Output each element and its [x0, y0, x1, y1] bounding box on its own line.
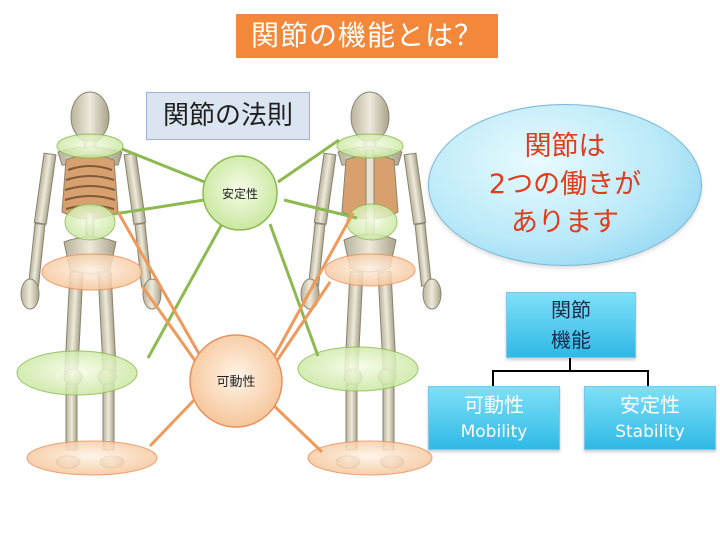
- mobility-hub-label: 可動性: [216, 375, 255, 390]
- tree-root-joint-function: 関節 機能: [506, 292, 636, 358]
- front-shoulder-joint: [56, 133, 124, 159]
- tree-connector-right: [647, 370, 649, 386]
- back-ankle-joint: [307, 440, 433, 476]
- callout-line-1: 関節は: [524, 131, 606, 162]
- front-ankle-joint: [26, 440, 158, 476]
- tree-connector-horizontal: [492, 370, 648, 372]
- law-label: 関節の法則: [146, 92, 310, 140]
- tree-root-line-2: 機能: [551, 328, 591, 352]
- callout-oval: 関節は 2つの働きが あります: [428, 104, 702, 266]
- tree-root-line-1: 関節: [551, 298, 591, 322]
- front-hip-joint: [41, 253, 143, 291]
- tree-node-mobility: 可動性 Mobility: [428, 386, 560, 450]
- back-knee-joint: [297, 346, 419, 392]
- tree-node-stability: 安定性 Stability: [584, 386, 716, 450]
- callout-line-2: 2つの働きが: [488, 169, 642, 200]
- tree-stability-en: Stability: [615, 422, 685, 442]
- tree-stability-jp: 安定性: [620, 393, 680, 417]
- back-hip-joint: [324, 253, 416, 287]
- tree-mobility-en: Mobility: [460, 422, 528, 442]
- tree-connector-left: [492, 370, 494, 386]
- back-lumbar-joint: [346, 203, 398, 241]
- callout-line-3: あります: [511, 207, 619, 238]
- mobility-connectors: [116, 211, 355, 454]
- stability-hub-label: 安定性: [222, 186, 258, 201]
- tree-mobility-jp: 可動性: [464, 393, 524, 417]
- mobility-hub: [189, 334, 283, 428]
- page-title: 関節の機能とは？: [236, 14, 498, 58]
- stability-connectors: [113, 138, 358, 359]
- stability-hub: [202, 155, 278, 231]
- front-knee-joint: [16, 350, 138, 396]
- front-lumbar-joint: [64, 203, 116, 241]
- tree-connector-vertical: [569, 356, 571, 370]
- back-shoulder-joint: [336, 133, 404, 159]
